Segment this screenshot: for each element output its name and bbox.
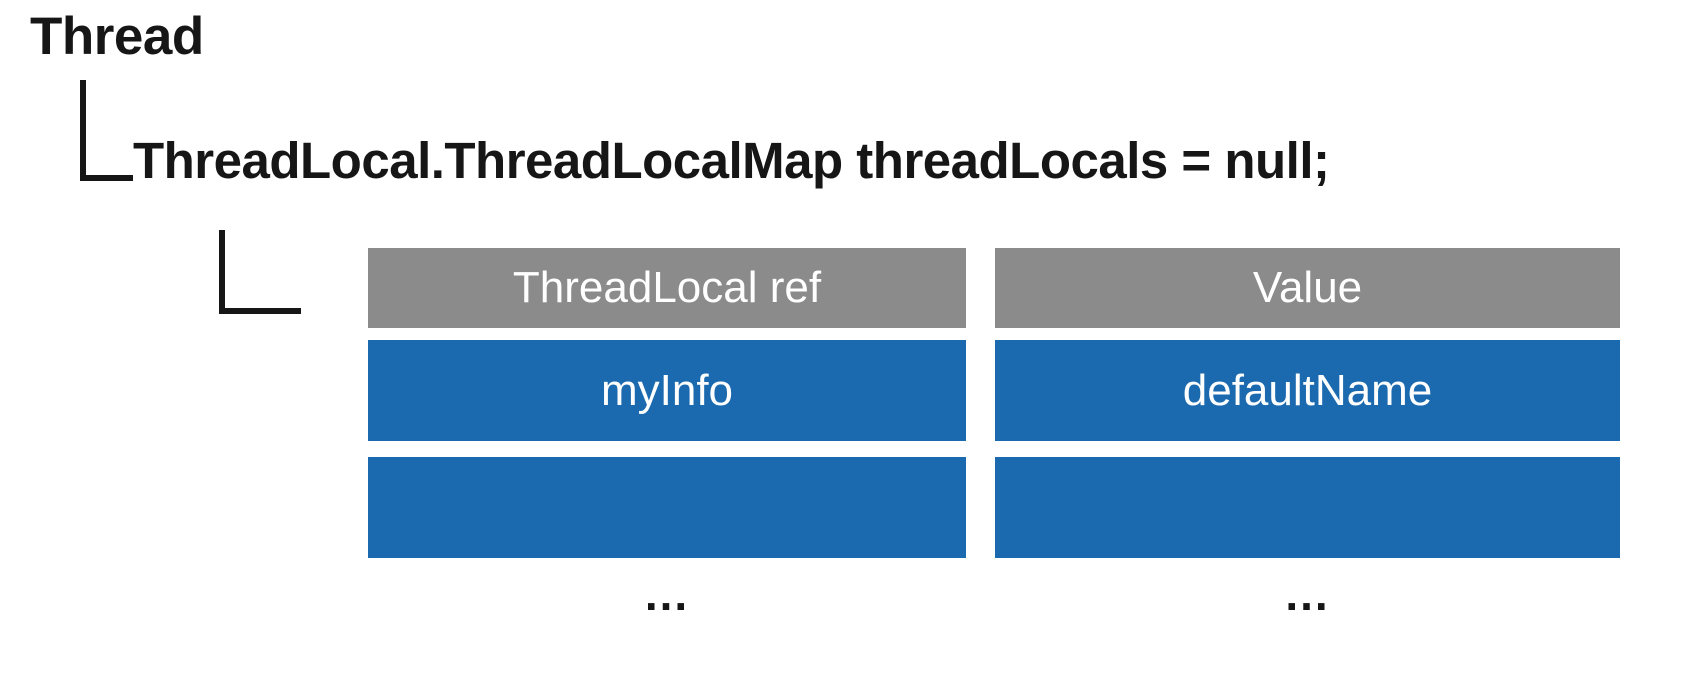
connector-vertical-segment: [80, 80, 86, 181]
column-ellipsis-value: ...: [1285, 568, 1330, 620]
connector-thread-to-field-icon: [80, 80, 133, 181]
table-row: [368, 457, 966, 558]
connector-horizontal-segment: [219, 308, 301, 314]
threadlocals-field-label: ThreadLocal.ThreadLocalMap threadLocals …: [133, 132, 1330, 189]
column-header-value: Value: [995, 248, 1620, 328]
connector-vertical-segment: [219, 230, 225, 314]
connector-horizontal-segment: [80, 175, 133, 181]
thread-root-label: Thread: [30, 7, 204, 66]
column-header-threadlocal-ref: ThreadLocal ref: [368, 248, 966, 328]
table-row: myInfo: [368, 340, 966, 441]
map-column-threadlocal-ref: ThreadLocal ref myInfo ...: [368, 248, 966, 620]
table-row: defaultName: [995, 340, 1620, 441]
map-column-value: Value defaultName ...: [995, 248, 1620, 620]
column-ellipsis-threadlocal-ref: ...: [644, 568, 690, 620]
table-row: [995, 457, 1620, 558]
threadlocalmap-table: ThreadLocal ref myInfo ... Value default…: [368, 248, 1620, 620]
connector-field-to-map-icon: [219, 230, 301, 314]
